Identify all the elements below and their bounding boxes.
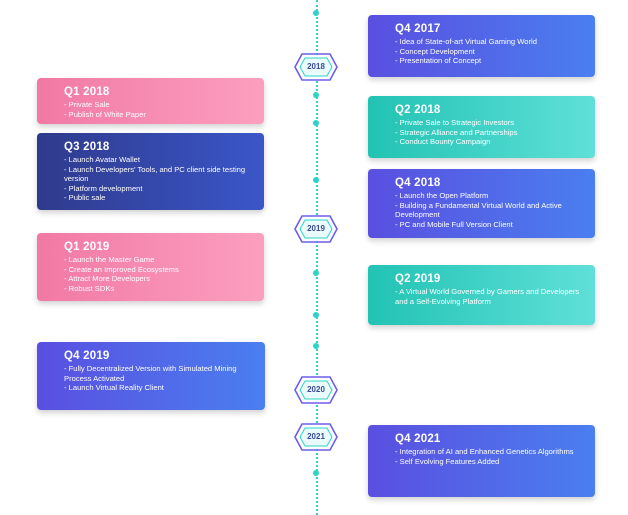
year-marker-2019: 2019 (294, 215, 338, 243)
milestone-card-q1-2019: Q1 2019 Launch the Master Game Create an… (37, 233, 264, 301)
milestone-item: Private Sale (64, 100, 254, 110)
milestone-card-q2-2019: Q2 2019 A Virtual World Governed by Game… (368, 265, 595, 325)
timeline-dot (313, 270, 319, 276)
milestone-card-q1-2018: Q1 2018 Private Sale Publish of White Pa… (37, 78, 264, 124)
milestone-title: Q4 2019 (64, 350, 110, 362)
year-label: 2018 (307, 62, 325, 71)
year-marker-2021: 2021 (294, 423, 338, 451)
milestone-item: Building a Fundamental Virtual World and… (395, 201, 585, 220)
timeline-dot (313, 10, 319, 16)
year-marker-2018: 2018 (294, 53, 338, 81)
milestone-item: Integration of AI and Enhanced Genetics … (395, 447, 585, 457)
milestone-item: Publish of White Paper (64, 110, 254, 120)
milestone-item: Launch Avatar Wallet (64, 155, 254, 165)
milestone-card-q4-2021: Q4 2021 Integration of AI and Enhanced G… (368, 425, 595, 497)
milestone-item: Presentation of Concept (395, 56, 585, 66)
milestone-item: Launch Developers' Tools, and PC client … (64, 165, 254, 184)
milestone-title: Q1 2018 (64, 86, 110, 98)
milestone-item: Idea of State-of-art Virtual Gaming Worl… (395, 37, 585, 47)
milestone-item: A Virtual World Governed by Gamers and D… (395, 287, 585, 306)
milestone-item: Platform development (64, 184, 254, 194)
timeline-axis (316, 0, 318, 515)
milestone-item: Private Sale to Strategic Investors (395, 118, 585, 128)
timeline-dot (313, 343, 319, 349)
milestone-title: Q4 2017 (395, 23, 441, 35)
timeline-dot (313, 92, 319, 98)
milestone-item: Attract More Developers (64, 274, 254, 284)
milestone-item: Launch the Open Platform (395, 191, 585, 201)
milestone-item: PC and Mobile Full Version Client (395, 220, 585, 230)
milestone-title: Q4 2021 (395, 433, 441, 445)
timeline-dot (313, 177, 319, 183)
milestone-item: Launch Virtual Reality Client (64, 383, 255, 393)
milestone-card-q2-2018: Q2 2018 Private Sale to Strategic Invest… (368, 96, 595, 158)
milestone-item: Strategic Alliance and Partnerships (395, 128, 585, 138)
milestone-card-q4-2019: Q4 2019 Fully Decentralized Version with… (37, 342, 265, 410)
timeline-dot (313, 120, 319, 126)
milestone-item: Conduct Bounty Campaign (395, 137, 585, 147)
timeline-dot (313, 470, 319, 476)
milestone-item: Create an Improved Ecosystems (64, 265, 254, 275)
milestone-item: Fully Decentralized Version with Simulat… (64, 364, 255, 383)
milestone-item: Self Evolving Features Added (395, 457, 585, 467)
milestone-title: Q3 2018 (64, 141, 110, 153)
milestone-card-q3-2018: Q3 2018 Launch Avatar Wallet Launch Deve… (37, 133, 264, 210)
timeline-dot (313, 312, 319, 318)
milestone-title: Q2 2019 (395, 273, 441, 285)
milestone-title: Q1 2019 (64, 241, 110, 253)
milestone-item: Public sale (64, 193, 254, 203)
year-label: 2020 (307, 385, 325, 394)
milestone-title: Q2 2018 (395, 104, 441, 116)
milestone-item: Robust SDKs (64, 284, 254, 294)
milestone-item: Launch the Master Game (64, 255, 254, 265)
milestone-item: Concept Development (395, 47, 585, 57)
milestone-title: Q4 2018 (395, 177, 441, 189)
year-label: 2021 (307, 432, 325, 441)
year-marker-2020: 2020 (294, 376, 338, 404)
year-label: 2019 (307, 224, 325, 233)
milestone-card-q4-2017: Q4 2017 Idea of State-of-art Virtual Gam… (368, 15, 595, 77)
milestone-card-q4-2018: Q4 2018 Launch the Open Platform Buildin… (368, 169, 595, 238)
